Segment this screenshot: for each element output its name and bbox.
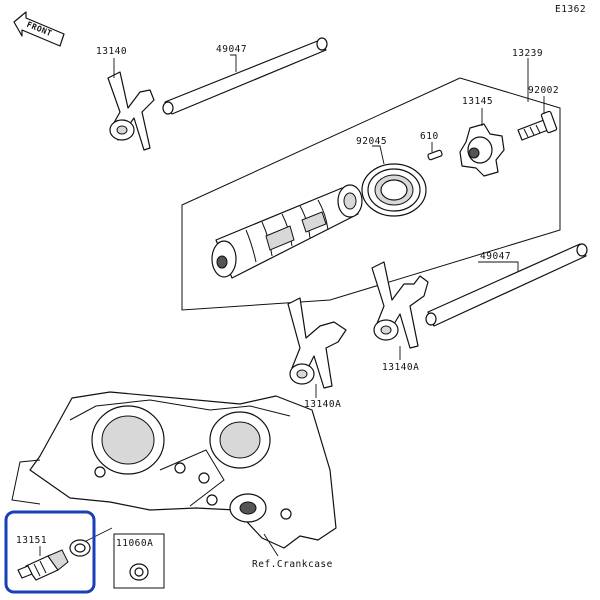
shift-fork-top [107, 71, 155, 151]
washer-near-sensor [69, 539, 91, 557]
washer-11060a [129, 563, 149, 581]
label-crankcase: Ref.Crankcase [252, 559, 333, 570]
shift-drum-star [459, 123, 505, 177]
bearing-92045 [361, 163, 427, 217]
shift-fork-right [371, 261, 429, 349]
label-bolt: 92002 [528, 85, 559, 96]
bolt-92002 [517, 110, 558, 141]
label-rod-right: 49047 [480, 251, 511, 262]
label-rod-top: 49047 [216, 44, 247, 55]
label-fork-top: 13140 [96, 46, 127, 57]
label-bearing: 92045 [356, 136, 387, 147]
shift-drum [211, 184, 363, 279]
pin-610 [427, 149, 443, 161]
highlight-frame [4, 510, 96, 594]
label-pin: 610 [420, 131, 439, 142]
assembly-outline [181, 77, 561, 311]
shift-rod-top [162, 37, 328, 115]
crankcase [11, 391, 337, 549]
shift-rod-right [425, 243, 588, 327]
front-arrow-icon: FRONT [13, 11, 65, 47]
label-assembly: 13239 [512, 48, 543, 59]
shift-fork-mid [287, 297, 347, 389]
label-sensor: 13151 [16, 535, 47, 546]
label-star: 13145 [462, 96, 493, 107]
label-washer: 11060A [116, 538, 153, 549]
label-fork-mid: 13140A [304, 399, 341, 410]
neutral-switch-13151 [17, 549, 69, 581]
label-fork-right: 13140A [382, 362, 419, 373]
diagram-code: E1362 [555, 4, 586, 15]
